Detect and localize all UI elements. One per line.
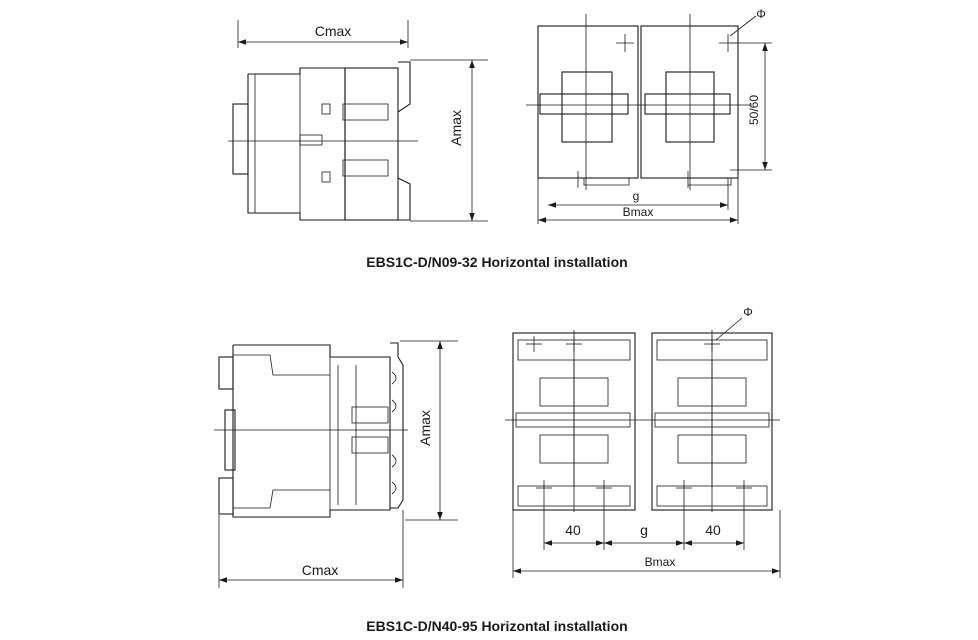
bottom-phi-leader: [715, 317, 743, 341]
bottom-front-view: Φ 40 g 40 Bmax: [505, 305, 781, 578]
bottom-amax-label: Amax: [417, 410, 433, 446]
top-cmax-label: Cmax: [315, 23, 352, 39]
bottom-right-spacing-label: 40: [705, 522, 721, 538]
top-module-right: [640, 25, 739, 179]
top-caption: EBS1C-D/N09-32 Horizontal installation: [366, 254, 627, 270]
bottom-side-view: Cmax Amax: [214, 340, 458, 588]
bottom-cmax-label: Cmax: [302, 562, 339, 578]
top-side-view: Cmax Amax: [228, 20, 488, 222]
bottom-bmax-label: Bmax: [645, 555, 676, 569]
top-contactor-body: [247, 67, 346, 221]
top-bmax-label: Bmax: [623, 205, 654, 219]
top-front-view: Φ 50/60 g Bmax: [526, 7, 772, 224]
bottom-caption: EBS1C-D/N40-95 Horizontal installation: [366, 618, 627, 634]
top-module-left: [537, 25, 639, 179]
top-phi-leader: [729, 15, 757, 37]
top-phi-label: Φ: [756, 7, 766, 21]
bottom-phi-label: Φ: [743, 305, 753, 319]
bottom-contactor-body: [232, 344, 391, 518]
bottom-left-spacing-label: 40: [565, 522, 581, 538]
bottom-g-label: g: [640, 522, 648, 538]
top-g-label: g: [633, 189, 640, 203]
top-coil-terminal: [232, 103, 249, 175]
top-spacing-label: 50/60: [747, 95, 761, 125]
top-amax-label: Amax: [448, 110, 464, 146]
